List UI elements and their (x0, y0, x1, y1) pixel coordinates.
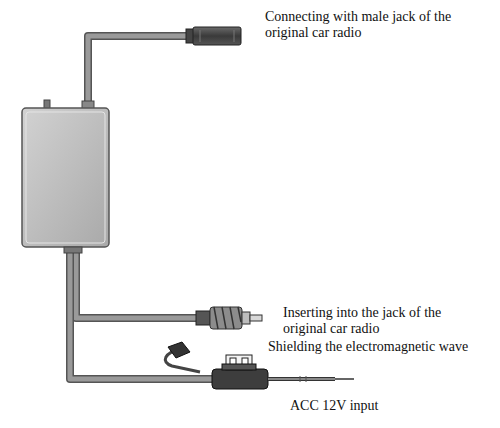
male-plug (196, 307, 262, 329)
fuse-holder (168, 342, 268, 389)
female-jack (186, 27, 241, 45)
callout-label: Inserting into the jack of the original … (283, 305, 483, 337)
callout-label: Shielding the electromagnetic wave (268, 339, 496, 355)
amplifier-box (22, 100, 109, 253)
callout-label: ACC 12V input (290, 398, 470, 414)
acc-wire (268, 376, 354, 382)
callout-label: Connecting with male jack of the origina… (265, 9, 470, 41)
